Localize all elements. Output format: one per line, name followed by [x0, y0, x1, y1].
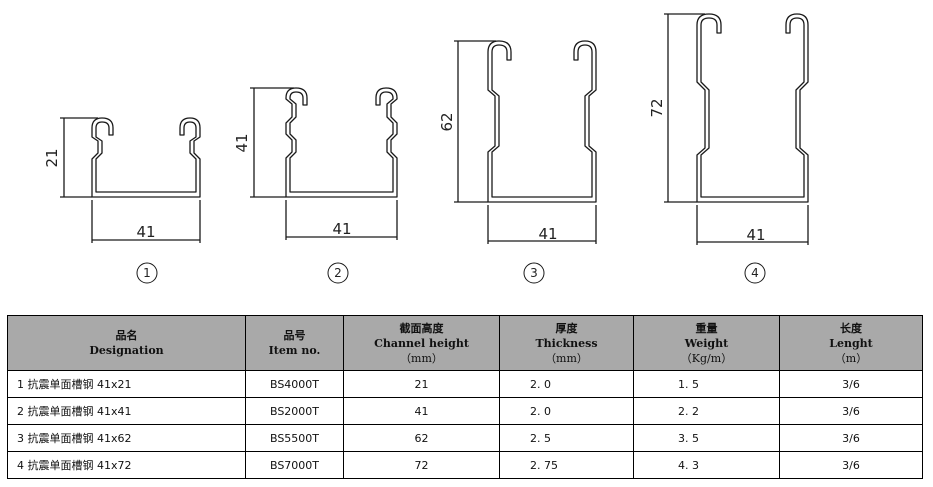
cell-height: 41	[343, 397, 500, 425]
cell-item-no: BS2000T	[245, 397, 344, 425]
cell-weight: 3. 5	[633, 424, 780, 452]
cell-length: 3/6	[779, 451, 923, 479]
cell-length: 3/6	[779, 424, 923, 452]
profile-3-number: 3	[530, 266, 538, 280]
header-item-no: 品号 Item no.	[245, 315, 344, 371]
profile-1-dimensions	[60, 117, 201, 243]
profile-4-width-label: 41	[746, 226, 765, 244]
cell-length: 3/6	[779, 397, 923, 425]
profile-2-dimensions	[250, 87, 398, 240]
profile-1-width-label: 41	[136, 223, 155, 241]
cell-thickness: 2. 5	[499, 424, 634, 452]
profile-2-number: 2	[334, 266, 342, 280]
header-weight: 重量 Weight （Kg/m）	[633, 315, 780, 371]
cell-designation: 2 抗震单面槽钢 41x41	[7, 397, 246, 425]
cell-weight: 4. 3	[633, 451, 780, 479]
profile-4-number: 4	[751, 266, 759, 280]
profile-1-number: 1	[143, 266, 151, 280]
cell-item-no: BS4000T	[245, 370, 344, 398]
profile-1-shape	[91, 117, 201, 198]
profile-1-number-circle	[136, 262, 158, 284]
cell-height: 72	[343, 451, 500, 479]
profile-2-height-label: 41	[233, 133, 251, 152]
profile-4-height-label: 72	[648, 98, 666, 117]
profile-3-number-circle	[523, 262, 545, 284]
table-header-row: 品名 Designation 品号 Item no. 截面高度 Channel …	[7, 315, 923, 371]
header-designation: 品名 Designation	[7, 315, 246, 371]
table-row: 3 抗震单面槽钢 41x62 BS5500T 62 2. 5 3. 5 3/6	[7, 424, 923, 452]
profile-2-width-label: 41	[332, 220, 351, 238]
cell-weight: 2. 2	[633, 397, 780, 425]
table-row: 2 抗震单面槽钢 41x41 BS2000T 41 2. 0 2. 2 3/6	[7, 397, 923, 425]
cell-designation: 4 抗震单面槽钢 41x72	[7, 451, 246, 479]
cell-height: 62	[343, 424, 500, 452]
cell-designation: 1 抗震单面槽钢 41x21	[7, 370, 246, 398]
header-thickness: 厚度 Thickness （mm）	[499, 315, 634, 371]
cell-height: 21	[343, 370, 500, 398]
profile-2-shape	[285, 87, 398, 198]
cell-weight: 1. 5	[633, 370, 780, 398]
profile-3-dimensions	[454, 40, 597, 244]
cell-thickness: 2. 0	[499, 397, 634, 425]
cell-thickness: 2. 75	[499, 451, 634, 479]
table-row: 1 抗震单面槽钢 41x21 BS4000T 21 2. 0 1. 5 3/6	[7, 370, 923, 398]
profile-3-shape	[487, 40, 597, 203]
header-channel-height: 截面高度 Channel height （mm）	[343, 315, 500, 371]
profile-1-height-label: 21	[43, 148, 61, 167]
profile-3-width-label: 41	[538, 225, 557, 243]
profile-4-number-circle	[744, 262, 766, 284]
profile-4-shape	[696, 13, 809, 203]
profile-4-dimensions	[664, 13, 809, 245]
specification-table: 品名 Designation 品号 Item no. 截面高度 Channel …	[7, 315, 923, 479]
header-length: 长度 Lenght （m）	[779, 315, 923, 371]
cell-item-no: BS7000T	[245, 451, 344, 479]
profile-2-number-circle	[327, 262, 349, 284]
profile-3-height-label: 62	[438, 112, 456, 131]
cell-designation: 3 抗震单面槽钢 41x62	[7, 424, 246, 452]
cell-item-no: BS5500T	[245, 424, 344, 452]
cell-length: 3/6	[779, 370, 923, 398]
channel-profile-drawings: 21 41 41 41 62 41 72 41 1 2 3 4	[43, 13, 809, 284]
table-row: 4 抗震单面槽钢 41x72 BS7000T 72 2. 75 4. 3 3/6	[7, 451, 923, 479]
cell-thickness: 2. 0	[499, 370, 634, 398]
